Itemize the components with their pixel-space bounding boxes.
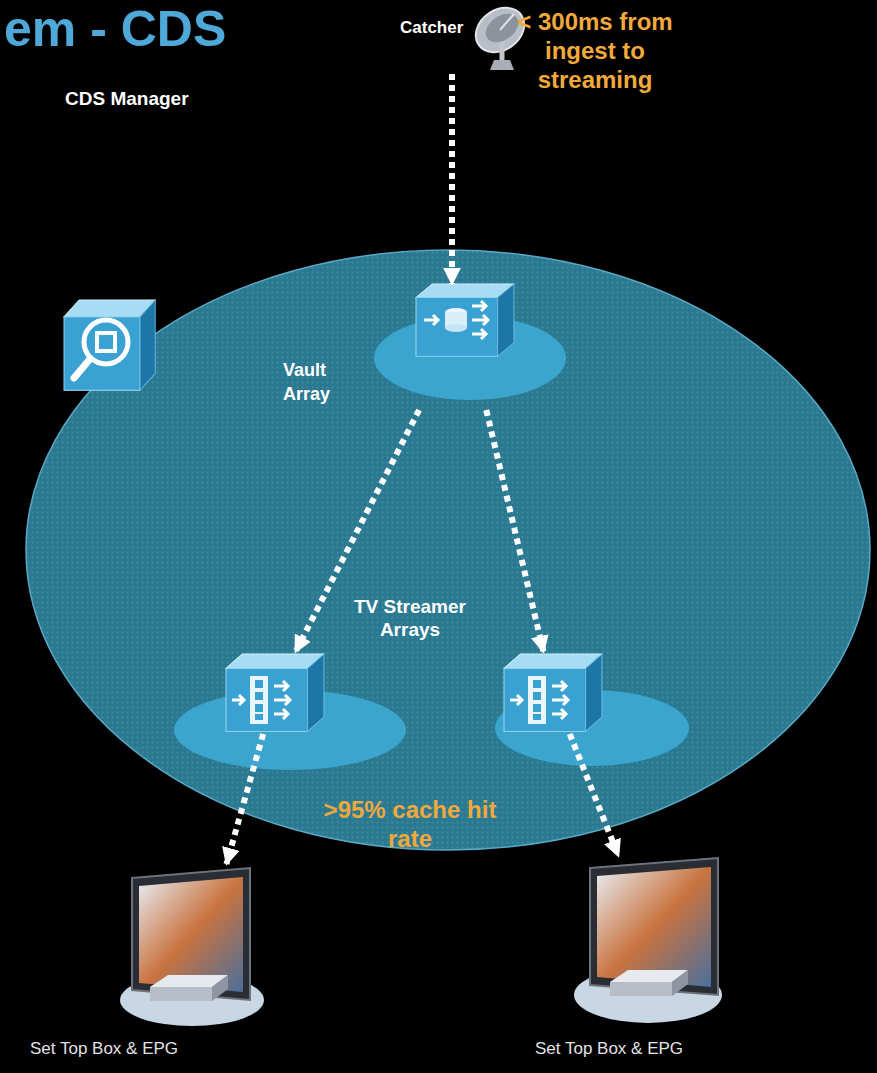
cache-note: >95% cache hit rate <box>318 796 502 854</box>
group-label: TV Streamer Arrays <box>330 596 490 642</box>
dotted-arrow <box>486 410 543 652</box>
streamer-cube <box>504 654 602 731</box>
slide-title: em - CDS <box>4 0 226 58</box>
node-label: Set Top Box & EPG <box>30 1038 178 1061</box>
tv-set <box>574 858 722 1023</box>
node-label: CDS Manager <box>65 86 189 112</box>
client-node: Set Top Box & EPG <box>28 864 258 1066</box>
node-label: Vault Array <box>283 358 349 407</box>
dotted-arrow <box>449 74 455 284</box>
latency-note: < 300ms from ingest to streaming <box>488 8 702 94</box>
manager-node: CDS Manager <box>60 86 220 392</box>
streamer-node <box>222 652 328 734</box>
manager-cube <box>64 300 155 390</box>
streamer-cube <box>226 654 324 731</box>
cds-region <box>26 250 870 850</box>
tv-set <box>120 868 264 1026</box>
dotted-arrow <box>570 734 619 856</box>
dotted-arrow <box>226 734 263 864</box>
node-label: Catcher <box>400 17 463 40</box>
vault-node: Vault Array <box>280 284 520 410</box>
streamer-node <box>500 652 608 734</box>
node-label: Set Top Box & EPG <box>535 1038 683 1061</box>
vault-cube <box>416 284 514 356</box>
client-node: Set Top Box & EPG <box>532 856 754 1066</box>
